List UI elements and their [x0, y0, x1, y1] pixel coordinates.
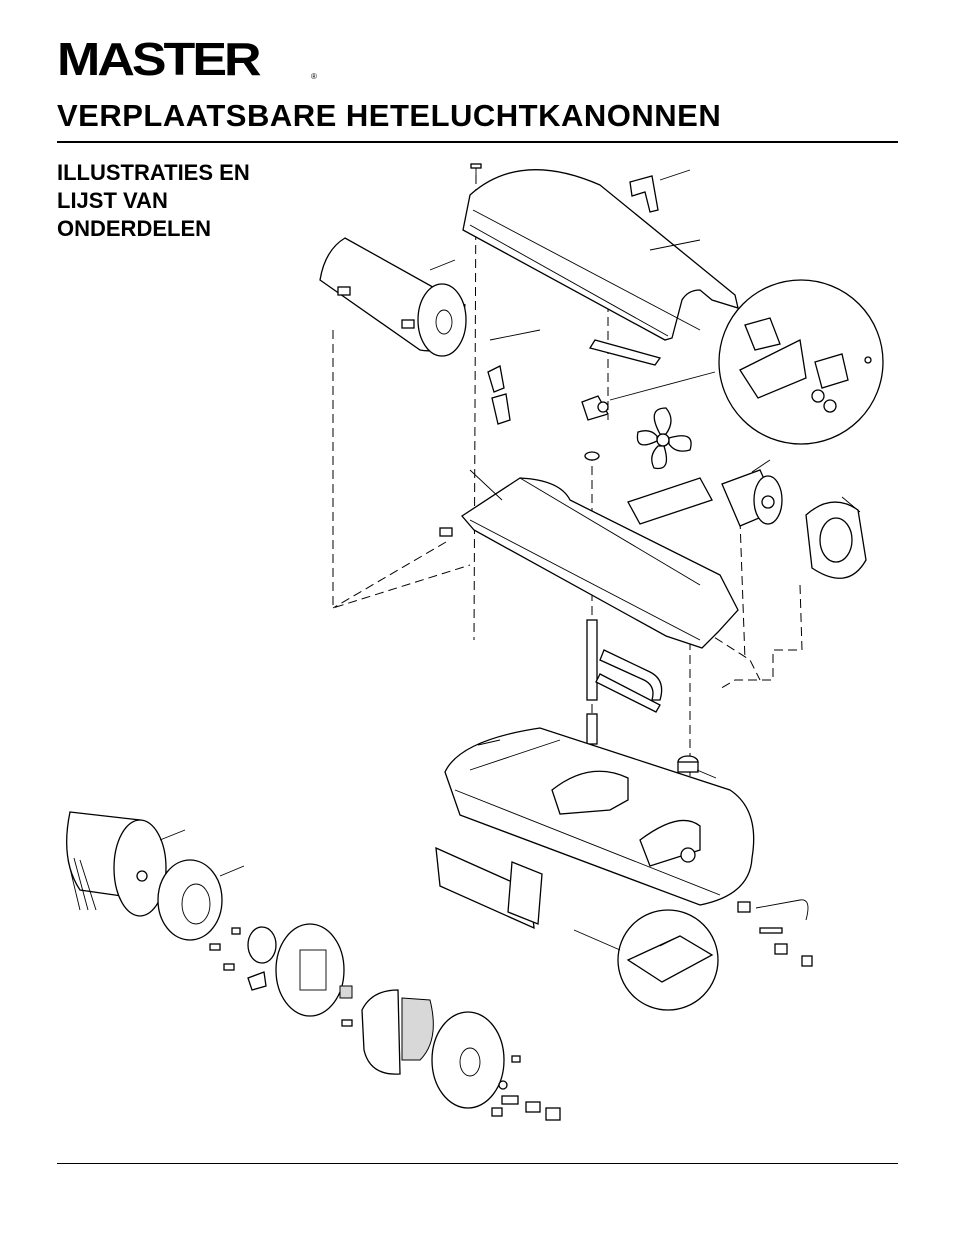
fuel-cap — [677, 755, 699, 773]
leader-lines — [159, 169, 861, 951]
logo-text: MASTER — [57, 33, 262, 86]
burner-motor — [66, 811, 167, 917]
ignitor-bracket — [487, 365, 511, 425]
handle — [629, 175, 659, 213]
registered-mark: ® — [311, 72, 317, 81]
air-intake-tube — [595, 649, 663, 713]
motor-mount — [627, 477, 713, 525]
motor — [721, 469, 783, 527]
end-cap — [341, 1011, 561, 1121]
master-logo: MASTER — [57, 33, 319, 86]
top-screw — [470, 163, 482, 182]
header-rule — [57, 141, 898, 143]
pump-filter — [361, 989, 434, 1075]
fan-blade — [636, 407, 692, 470]
photocell-bracket — [581, 371, 716, 421]
rotor-parts — [209, 926, 277, 991]
deflector-plate — [588, 339, 662, 366]
gasket-ring — [157, 859, 223, 941]
pump-cover — [275, 923, 353, 1017]
upper-shell — [462, 169, 739, 341]
rear-brackets — [435, 846, 543, 930]
fan-guard — [805, 501, 867, 579]
fuel-tube — [584, 451, 600, 745]
detail-circle-control-board — [617, 909, 719, 1011]
fuel-tank — [444, 727, 755, 906]
detail-circle-pump — [718, 279, 884, 445]
section-title: ILLUSTRATIES EN LIJST VAN ONDERDELEN — [57, 160, 250, 241]
power-cord-parts — [737, 899, 813, 967]
footer-rule — [57, 1163, 898, 1164]
page-title: VERPLAATSBARE HETELUCHTKANONNEN — [57, 98, 722, 133]
lower-shell — [439, 477, 739, 649]
combustion-chamber — [319, 237, 467, 357]
